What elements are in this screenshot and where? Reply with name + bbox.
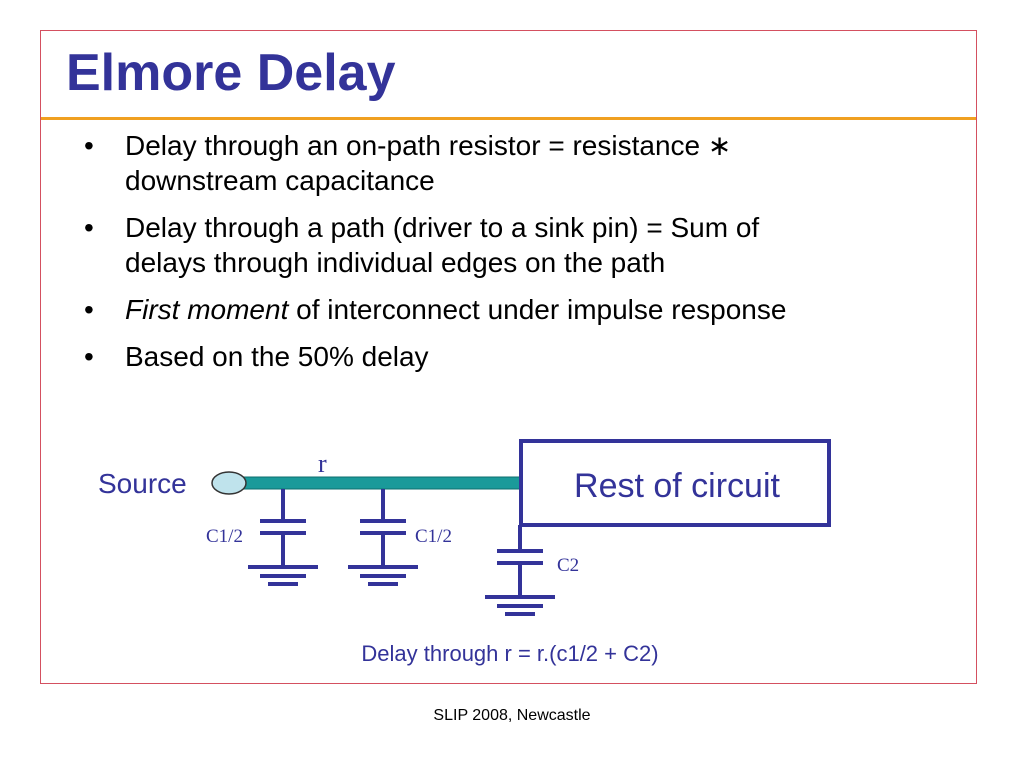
slide-footer: SLIP 2008, Newcastle	[433, 707, 591, 724]
title-underline	[41, 117, 976, 120]
source-label: Source	[98, 468, 187, 499]
slide-frame	[40, 30, 977, 684]
bullet-text-line2: delays through individual edges on the p…	[125, 247, 666, 278]
asterisk-symbol: ∗	[707, 129, 732, 162]
cap-label-c2: C2	[557, 555, 579, 576]
bullet-item: First moment of interconnect under impul…	[84, 292, 944, 327]
bullet-text: Delay through a path (driver to a sink p…	[125, 212, 760, 243]
block-label: Rest of circuit	[574, 467, 780, 505]
cap-label-c1-left: C1/2	[206, 526, 243, 547]
bullet-text: of interconnect under impulse response	[288, 294, 787, 325]
bullet-item: Based on the 50% delay	[84, 339, 944, 374]
bullet-text-line2: downstream capacitance	[125, 165, 435, 196]
bullet-text: Based on the 50% delay	[125, 341, 429, 372]
cap-label-c1-right: C1/2	[415, 526, 452, 547]
capacitor-c1-left	[248, 489, 318, 586]
capacitor-c2	[485, 525, 555, 616]
bullet-text: Delay through an on-path resistor = resi…	[125, 130, 708, 161]
bullet-item: Delay through an on-path resistor = resi…	[84, 128, 944, 198]
bullet-list: Delay through an on-path resistor = resi…	[84, 128, 944, 386]
bullet-item: Delay through a path (driver to a sink p…	[84, 210, 944, 280]
capacitor-c1-right	[348, 489, 418, 586]
slide-title: Elmore Delay	[66, 44, 396, 102]
resistor-label: r	[318, 449, 327, 478]
bullet-emphasis: First moment	[125, 294, 289, 325]
source-node	[211, 471, 247, 495]
delay-equation: Delay through r = r.(c1/2 + C2)	[361, 641, 658, 666]
wire	[243, 476, 523, 490]
rest-of-circuit-block	[519, 439, 831, 527]
